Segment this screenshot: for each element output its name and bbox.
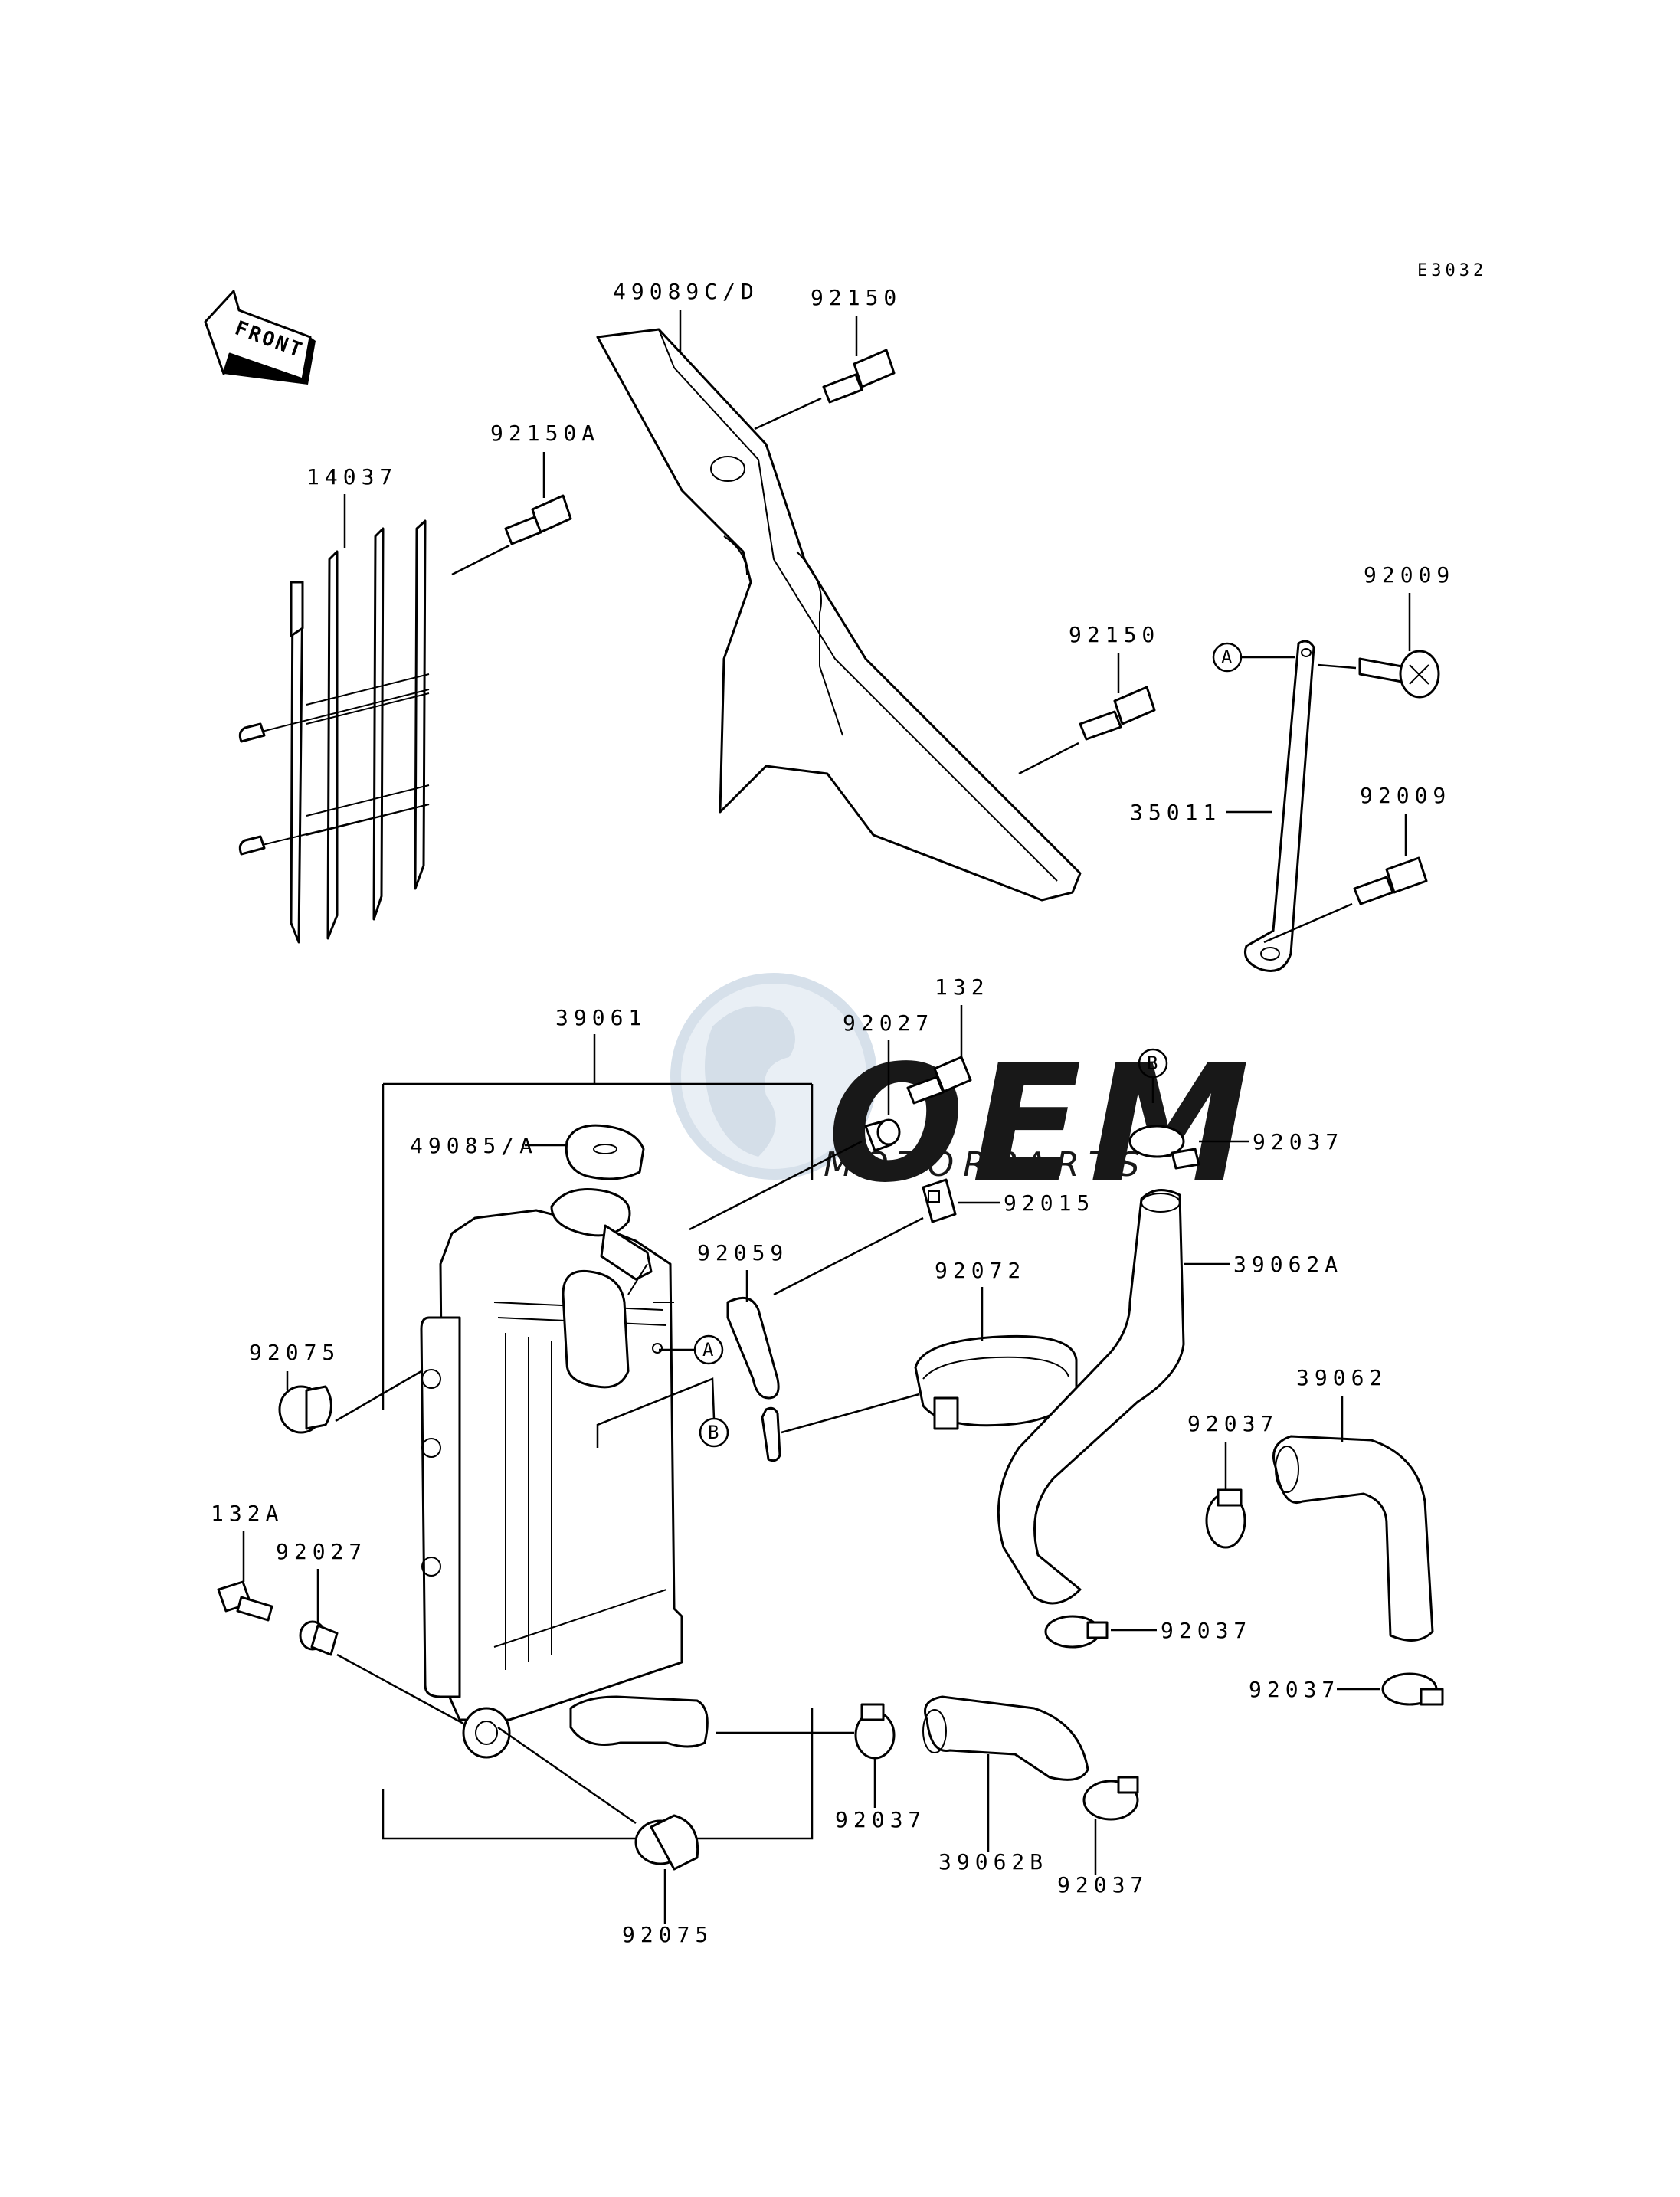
label-92037-b: 92037: [1253, 1129, 1344, 1154]
clamp-92037-right: [1381, 1672, 1444, 1706]
label-92037-mid: 92037: [1187, 1411, 1279, 1436]
bolt-132: [906, 1056, 972, 1105]
label-49085A: 49085/A: [410, 1133, 538, 1158]
clamp-92037-mid: [1205, 1488, 1246, 1549]
label-35011: 35011: [1130, 800, 1221, 825]
callout-b-right: B: [1147, 1053, 1158, 1074]
label-92075-left: 92075: [249, 1340, 340, 1365]
radiator-core: [420, 1188, 709, 1759]
bolt-92150-top: [822, 349, 896, 404]
label-92009-top: 92009: [1364, 562, 1455, 588]
label-92037-bot: 92037: [1057, 1872, 1148, 1897]
hose-39062: [1272, 1435, 1434, 1642]
callout-b-mid: B: [708, 1422, 719, 1443]
label-92037-low: 92037: [835, 1807, 926, 1832]
label-132: 132: [935, 974, 990, 1000]
label-92027-top: 92027: [843, 1010, 934, 1036]
label-39061: 39061: [555, 1005, 647, 1030]
radiator-shroud: [596, 328, 1082, 902]
bolt-92150A: [504, 494, 572, 545]
clamp-92037-bot: [1082, 1776, 1139, 1821]
label-49089CD: 49089C/D: [613, 279, 759, 304]
bolt-92009-bot: [1353, 856, 1428, 905]
label-92037-hose: 92037: [1161, 1618, 1252, 1643]
hose-39062B: [922, 1695, 1089, 1781]
label-39062A: 39062A: [1233, 1252, 1343, 1277]
label-14037: 14037: [306, 464, 398, 489]
hose-39062A: [997, 1189, 1185, 1605]
label-92027-left: 92027: [276, 1539, 367, 1564]
grommet-92075-left: [278, 1385, 332, 1434]
hose-92059: [726, 1296, 781, 1462]
bolt-92009-top: [1358, 650, 1440, 699]
bolt-92027-top: [864, 1118, 901, 1152]
front-arrow-icon: FRONT: [204, 290, 316, 385]
label-92075-bot: 92075: [622, 1922, 713, 1947]
label-92150-mid: 92150: [1069, 622, 1160, 647]
label-92009-bot: 92009: [1360, 783, 1451, 808]
radiator-louver: [238, 519, 430, 944]
bolt-132A: [217, 1580, 273, 1622]
watermark-sub: MOTORPARTS: [824, 1145, 1149, 1184]
label-92150-top: 92150: [811, 285, 902, 310]
clamp-92037-hose: [1044, 1615, 1109, 1649]
label-92015: 92015: [1004, 1190, 1095, 1216]
clip-92015: [922, 1178, 957, 1223]
callout-a-top: A: [1221, 647, 1233, 668]
bolt-92027-left: [299, 1620, 339, 1656]
cap-49085A: [565, 1124, 645, 1180]
label-39062: 39062: [1296, 1365, 1387, 1390]
callout-a-mid: A: [702, 1339, 714, 1360]
diagram-code: E3032: [1417, 261, 1487, 280]
label-39062B: 39062B: [938, 1849, 1048, 1874]
clamp-92037-b: [1128, 1125, 1200, 1170]
label-92037-right: 92037: [1249, 1677, 1340, 1702]
bracket-35011: [1244, 640, 1315, 972]
band-92072: [914, 1334, 1078, 1430]
grommet-92075-bot: [634, 1814, 699, 1871]
bolt-92150-mid: [1079, 686, 1156, 741]
label-132A: 132A: [211, 1501, 283, 1526]
label-92072: 92072: [935, 1258, 1026, 1283]
oem-motorparts-watermark: OEM MOTORPARTS: [670, 973, 1249, 1218]
clamp-92037-low: [854, 1703, 896, 1760]
label-92059: 92059: [697, 1240, 788, 1265]
label-92150A: 92150A: [490, 421, 600, 446]
